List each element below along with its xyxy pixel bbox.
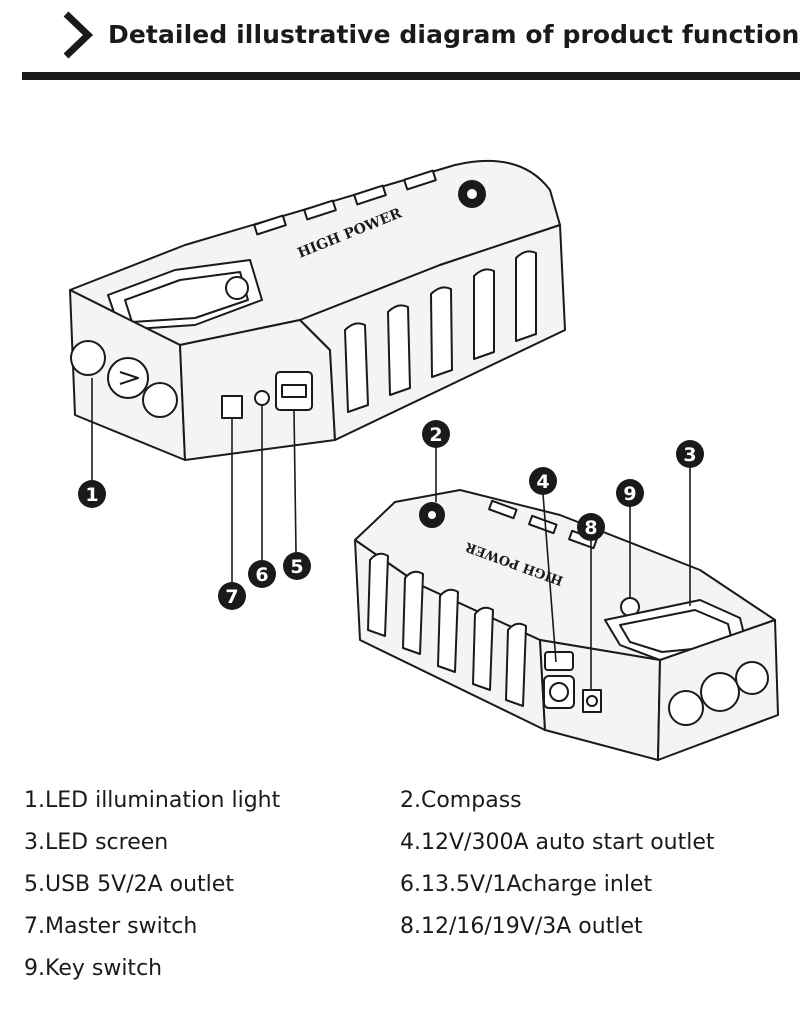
svg-text:2: 2 [429,424,442,446]
legend-item-7: 7.Master switch [24,914,198,939]
svg-text:1: 1 [85,484,98,506]
svg-text:4: 4 [536,471,549,493]
led-light-center-top [107,357,149,399]
callout-8: 8 [577,513,605,541]
led-light-right-top [142,382,178,418]
header: Detailed illustrative diagram of product… [0,0,800,90]
master-switch [221,395,243,419]
svg-text:6: 6 [255,564,268,586]
callout-1: 1 [78,480,106,508]
callout-9: 9 [616,479,644,507]
svg-text:5: 5 [290,556,303,578]
svg-text:7: 7 [225,586,238,608]
charge-inlet [254,390,270,406]
device-bottom-view: HIGH POWER [354,489,779,761]
callout-3: 3 [676,440,704,468]
callout-6: 6 [248,560,276,588]
led-light-right-bottom [735,661,769,695]
svg-text:3: 3 [683,444,696,466]
callout-markers: 1 2 3 4 5 6 7 8 [78,420,704,610]
legend-item-3: 3.LED screen [24,830,169,855]
callout-4: 4 [529,467,557,495]
legend-item-8: 8.12/16/19V/3A outlet [400,914,643,939]
device-top-view: HIGH POWER [69,159,566,461]
chevron-right-icon [63,11,94,59]
callout-5: 5 [283,552,311,580]
product-diagram: HIGH POWER [69,159,779,761]
svg-text:9: 9 [623,483,636,505]
key-switch-top [225,276,249,300]
legend-item-9: 9.Key switch [24,956,163,981]
led-light-left-bottom [668,690,704,726]
legend-item-1: 1.LED illumination light [24,788,281,813]
callout-2: 2 [422,420,450,448]
legend-item-5: 5.USB 5V/2A outlet [24,872,234,897]
legend-item-4: 4.12V/300A auto start outlet [400,830,715,855]
legend: 1.LED illumination light 2.Compass 3.LED… [0,782,800,1012]
legend-item-2: 2.Compass [400,788,522,813]
header-divider [22,72,800,80]
leader-lines [91,378,691,690]
page-title: Detailed illustrative diagram of product… [108,20,800,49]
legend-item-6: 6.13.5V/1Acharge inlet [400,872,653,897]
led-light-center-bottom [700,672,740,712]
svg-text:8: 8 [584,517,597,539]
callout-7: 7 [218,582,246,610]
led-light-left-top [70,340,106,376]
